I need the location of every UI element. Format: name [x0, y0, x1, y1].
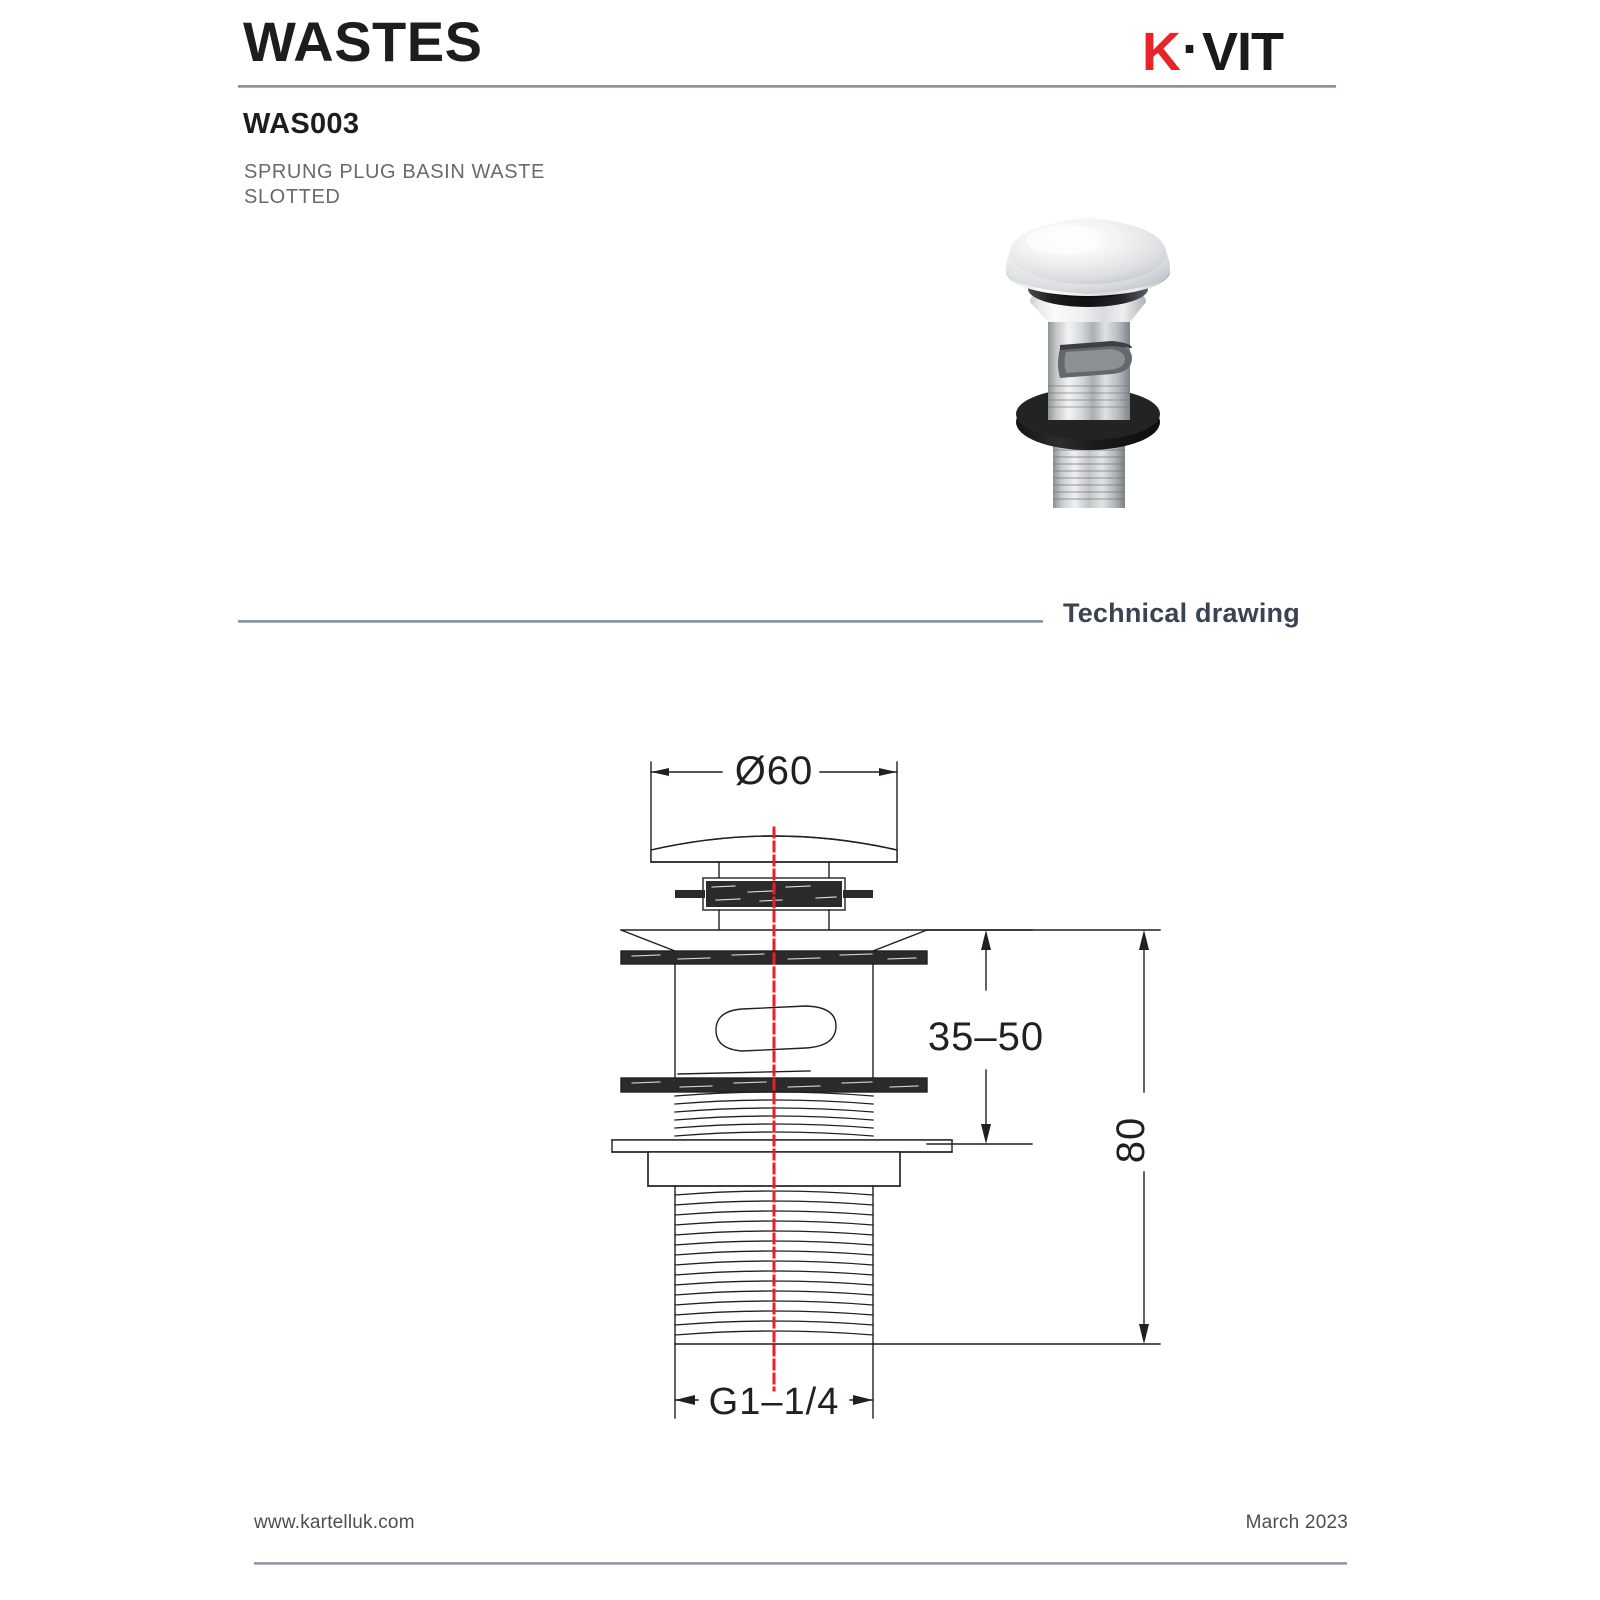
product-photo-image [1006, 218, 1170, 508]
product-description: SPRUNG PLUG BASIN WASTE SLOTTED [244, 160, 545, 210]
product-code: WAS003 [243, 108, 360, 140]
dimension-label-height: 80 [1109, 1117, 1153, 1164]
logo-letter-k: K [1142, 22, 1181, 82]
product-description-line-2: SLOTTED [244, 186, 341, 208]
logo-letters-vit: VIT [1201, 22, 1284, 82]
logo-dot-icon: · [1182, 19, 1200, 79]
dimension-label-thread: G1–1/4 [709, 1381, 840, 1423]
dimension-thread-g1-1-4 [674, 1343, 874, 1419]
dimension-label-adjustable: 35–50 [928, 1015, 1044, 1059]
footer-website[interactable]: www.kartelluk.com [254, 1512, 415, 1533]
section-heading: Technical drawing [1063, 598, 1300, 628]
dimension-label-diameter: Ø60 [735, 749, 814, 793]
page-title: WASTES [243, 10, 483, 73]
footer-date: March 2023 [1245, 1512, 1348, 1533]
page-header: WASTES K · VIT [0, 0, 1600, 100]
dimension-80 [872, 929, 1161, 1345]
product-photo [960, 190, 1210, 520]
technical-drawing-svg: Ø60 35–50 80 G1–1/4 [611, 749, 1161, 1423]
component-slotted-body [674, 963, 874, 1079]
product-description-line-1: SPRUNG PLUG BASIN WASTE [244, 161, 545, 183]
component-backnut-flange [611, 1139, 953, 1187]
kvit-logo: K · VIT [1142, 22, 1284, 82]
section-divider [238, 620, 1043, 623]
dimension-diameter-60 [650, 761, 898, 863]
header-divider [238, 85, 1336, 88]
footer-divider [254, 1562, 1347, 1565]
technical-drawing: Ø60 35–50 80 G1–1/4 [520, 740, 1200, 1440]
